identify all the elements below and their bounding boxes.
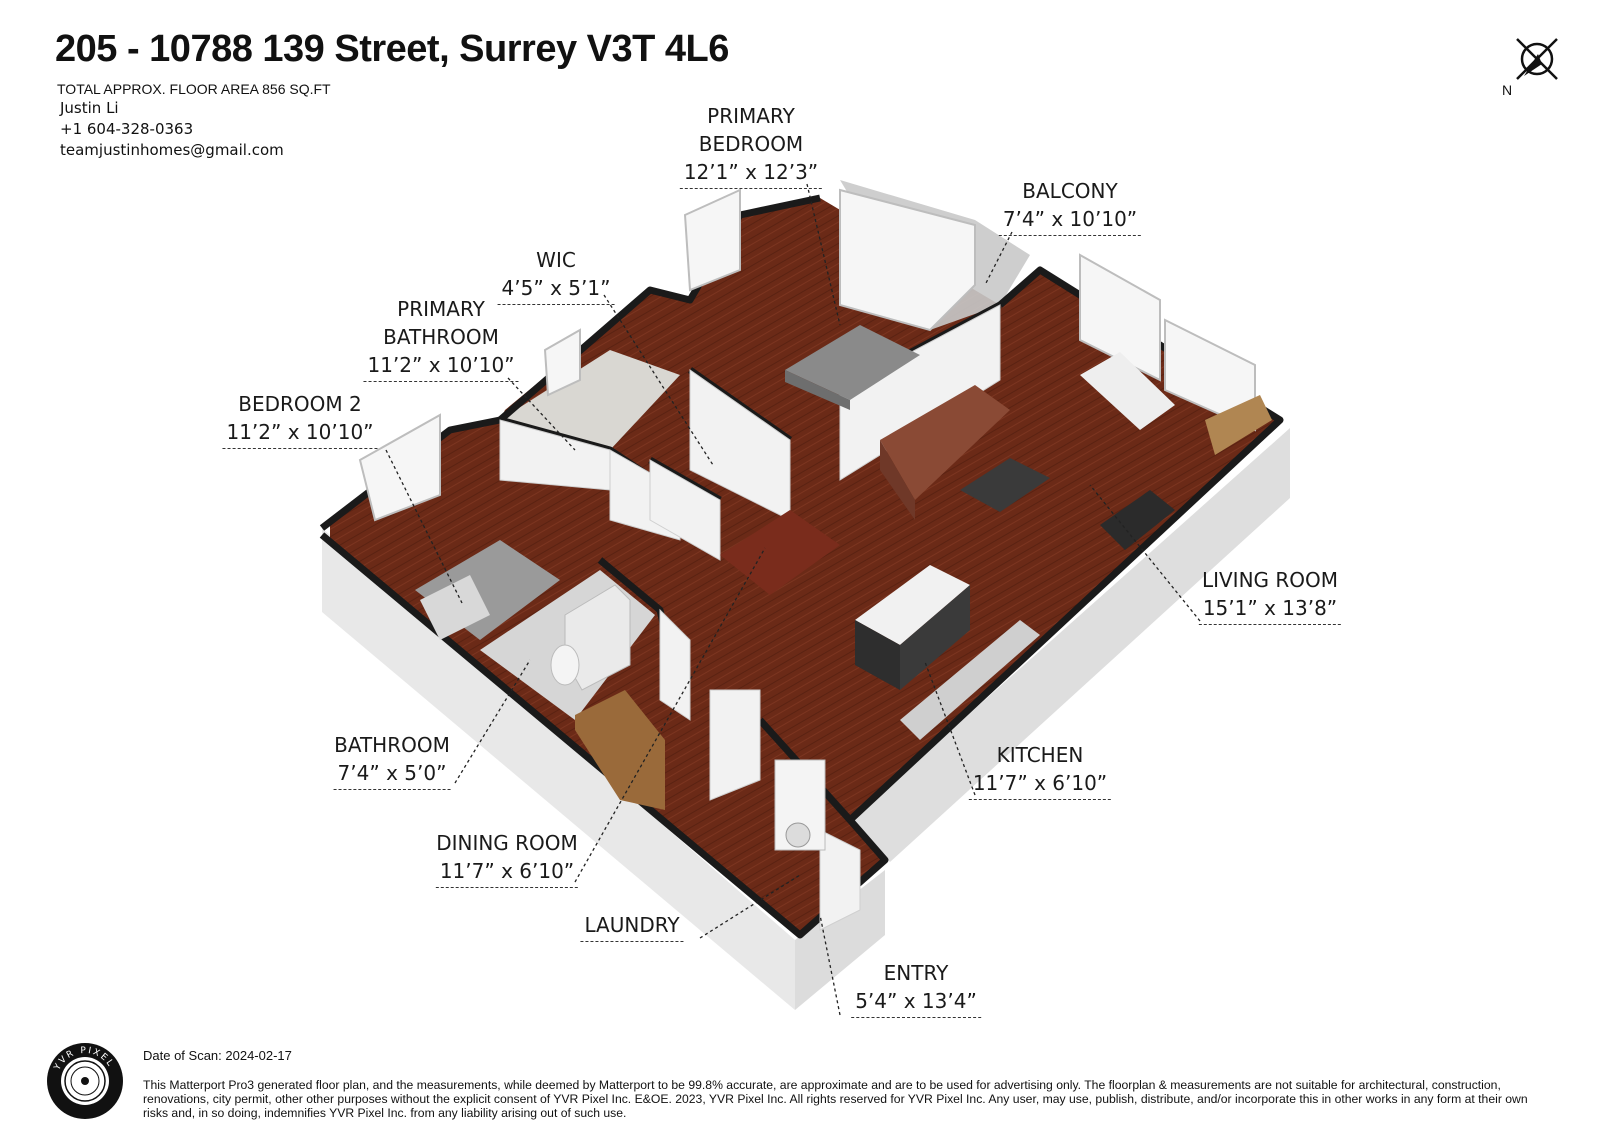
- agent-email: teamjustinhomes@gmail.com: [60, 141, 284, 159]
- compass-north-label: N: [1502, 82, 1513, 98]
- room-label-wic: WIC 4’5” x 5’1”: [497, 246, 615, 305]
- floor-area-text: TOTAL APPROX. FLOOR AREA 856 SQ.FT: [57, 81, 331, 97]
- room-label-living-room: LIVING ROOM 15’1” x 13’8”: [1198, 566, 1342, 625]
- date-of-scan: Date of Scan: 2024-02-17: [143, 1048, 292, 1063]
- north-arrow-icon: [1516, 38, 1558, 80]
- room-label-primary-bathroom: PRIMARY BATHROOM 11’2” x 10’10”: [363, 295, 519, 382]
- yvr-pixel-logo: YVR PIXEL: [47, 1043, 123, 1119]
- room-label-bathroom: BATHROOM 7’4” x 5’0”: [333, 731, 451, 790]
- room-label-primary-bedroom: PRIMARY BEDROOM 12’1” x 12’3”: [679, 102, 823, 189]
- room-label-laundry: LAUNDRY: [580, 911, 684, 942]
- room-label-dining-room: DINING ROOM 11’7” x 6’10”: [435, 829, 579, 888]
- agent-name: Justin Li: [60, 99, 119, 117]
- room-label-balcony: BALCONY 7’4” x 10’10”: [998, 177, 1142, 236]
- room-label-kitchen: KITCHEN 11’7” x 6’10”: [968, 741, 1112, 800]
- agent-phone: +1 604-328-0363: [60, 120, 194, 138]
- room-label-bedroom-2: BEDROOM 2 11’2” x 10’10”: [222, 390, 378, 449]
- room-label-entry: ENTRY 5’4” x 13’4”: [851, 959, 981, 1018]
- disclaimer-text: This Matterport Pro3 generated floor pla…: [143, 1078, 1528, 1120]
- address-title: 205 - 10788 139 Street, Surrey V3T 4L6: [55, 28, 729, 70]
- furniture: [415, 325, 1272, 851]
